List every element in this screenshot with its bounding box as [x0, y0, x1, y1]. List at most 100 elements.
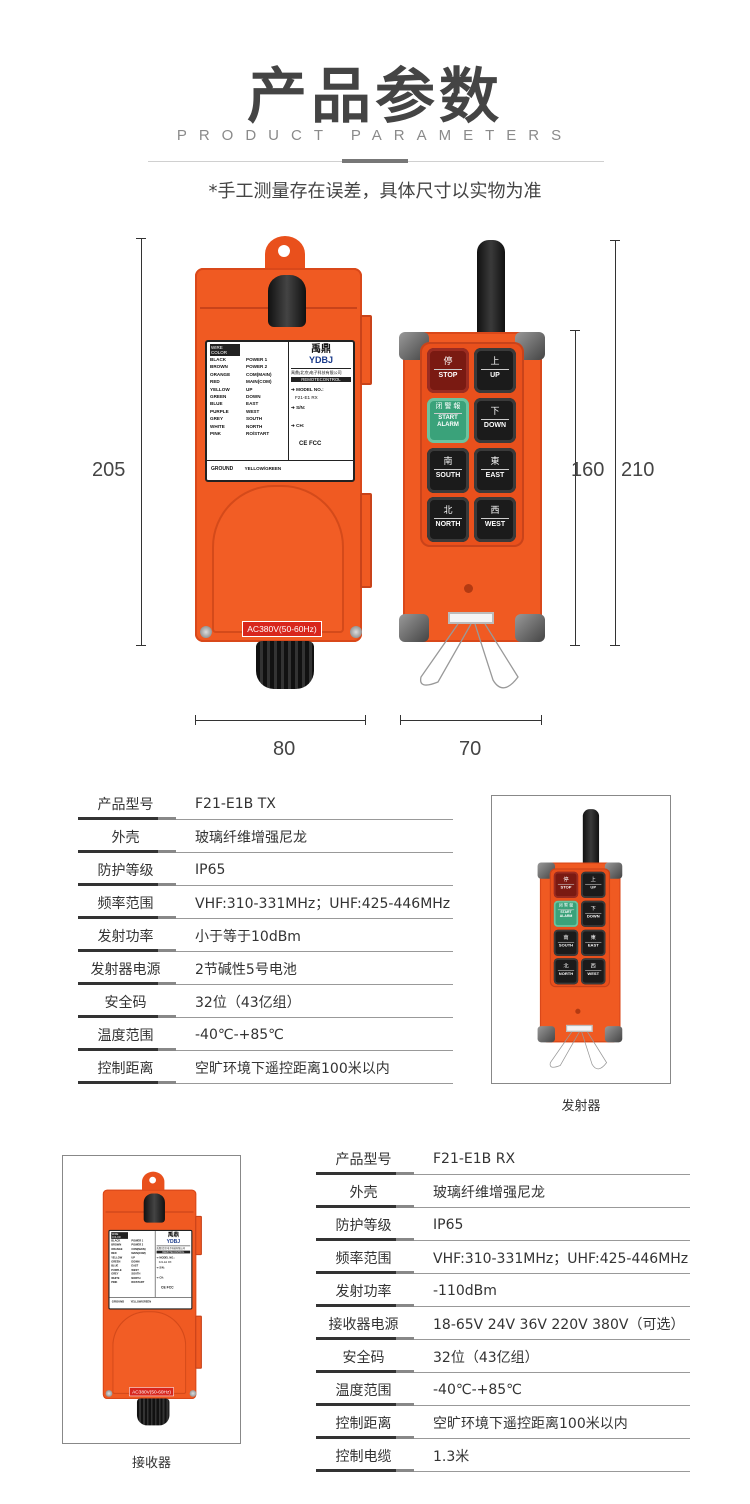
- row-divider: [396, 1403, 414, 1406]
- dimension-label: 205: [92, 459, 126, 481]
- indicator-led: [575, 1008, 581, 1014]
- down-button[interactable]: 下 DOWN: [474, 398, 516, 443]
- antenna-knob: [268, 275, 306, 327]
- row-divider: [158, 1048, 176, 1051]
- button-en: NORTH: [558, 972, 574, 977]
- wire-color: ORANGE: [210, 371, 231, 377]
- button-zh: 下: [481, 404, 509, 420]
- button-zh: 北: [434, 503, 462, 519]
- row-divider: [316, 1370, 396, 1373]
- tab-hole: [278, 245, 290, 257]
- spec-label: 频率范围: [97, 895, 154, 912]
- wire-color: RED: [111, 1251, 117, 1255]
- spec-value: 32位（43亿组）: [195, 994, 301, 1011]
- product-type: REMOTECONTROL: [156, 1250, 191, 1254]
- strap-tab: [566, 1024, 593, 1032]
- row-divider: [158, 1081, 176, 1084]
- model-value: F21-E1 RX: [158, 1260, 172, 1264]
- row-divider: [176, 1017, 453, 1018]
- button-en: WEST: [587, 972, 600, 977]
- button-en: DOWN: [586, 914, 600, 919]
- button-zh: 西: [481, 503, 509, 519]
- row-divider: [316, 1436, 396, 1439]
- terminal-cover: [212, 485, 344, 633]
- wire-header: WIRE COLOR: [210, 344, 240, 356]
- ground-label: GROUND: [211, 466, 234, 472]
- side-clip: [195, 1315, 202, 1369]
- wire-func: MAIN(COM): [246, 379, 272, 385]
- indicator-led: [464, 584, 473, 593]
- page-subtitle: PRODUCT PARAMETERS: [176, 127, 574, 144]
- side-clip: [360, 493, 372, 588]
- screw-icon: [189, 1390, 197, 1397]
- button-zh: 停: [557, 875, 575, 885]
- wire-color: PINK: [210, 431, 221, 437]
- spec-label: 接收器电源: [328, 1316, 399, 1333]
- spec-value: VHF:310-331MHz；UHF:425-446MHz: [195, 895, 451, 912]
- spec-label: 温度范围: [335, 1382, 392, 1399]
- wire-color: BLACK: [210, 357, 227, 362]
- row-divider: [316, 1205, 396, 1208]
- spec-value: 空旷环境下遥控距离100米以内: [433, 1415, 628, 1432]
- dimension-label: 210: [621, 459, 655, 481]
- corner-bumper: [515, 614, 545, 642]
- row-divider: [396, 1205, 414, 1208]
- button-en: SOUTH: [435, 472, 461, 479]
- wire-func: POWER 1: [131, 1239, 144, 1243]
- spec-value: 1.3米: [433, 1448, 470, 1465]
- spec-label: 外壳: [349, 1184, 378, 1201]
- wire-func: SOUTH: [131, 1272, 141, 1276]
- row-divider: [158, 1015, 176, 1018]
- spec-value: 玻璃纤维增强尼龙: [433, 1184, 545, 1201]
- wire-func: WEST: [131, 1268, 139, 1272]
- antenna: [477, 240, 505, 344]
- wire-color: GREY: [210, 416, 224, 422]
- row-divider: [414, 1339, 690, 1340]
- row-divider: [414, 1174, 690, 1175]
- certification-marks: CE FCC: [299, 441, 322, 447]
- wire-func: DOWN: [246, 394, 261, 400]
- row-divider: [396, 1304, 414, 1307]
- row-divider: [414, 1306, 690, 1307]
- button-en: DOWN: [483, 422, 507, 429]
- wire-color: PURPLE: [111, 1268, 122, 1272]
- sn-label: ➔ S/N:: [291, 405, 306, 410]
- wire-color: BROWN: [111, 1243, 122, 1247]
- row-divider: [414, 1240, 690, 1241]
- dimension-label: 80: [273, 738, 296, 760]
- row-divider: [176, 918, 453, 919]
- row-divider: [414, 1405, 690, 1406]
- wire-func: POWER 2: [131, 1243, 144, 1247]
- spec-value: F21-E1B TX: [195, 795, 276, 812]
- wrist-strap: [419, 623, 519, 689]
- button-zh: 上: [481, 354, 509, 370]
- side-clip: [360, 315, 372, 385]
- spec-label: 控制距离: [335, 1415, 392, 1432]
- wire-func: EAST: [131, 1264, 139, 1268]
- corner-bumper: [537, 1026, 555, 1043]
- row-divider: [414, 1372, 690, 1373]
- row-divider: [396, 1238, 414, 1241]
- measurement-note: *手工测量存在误差，具体尺寸以实物为准: [208, 181, 542, 202]
